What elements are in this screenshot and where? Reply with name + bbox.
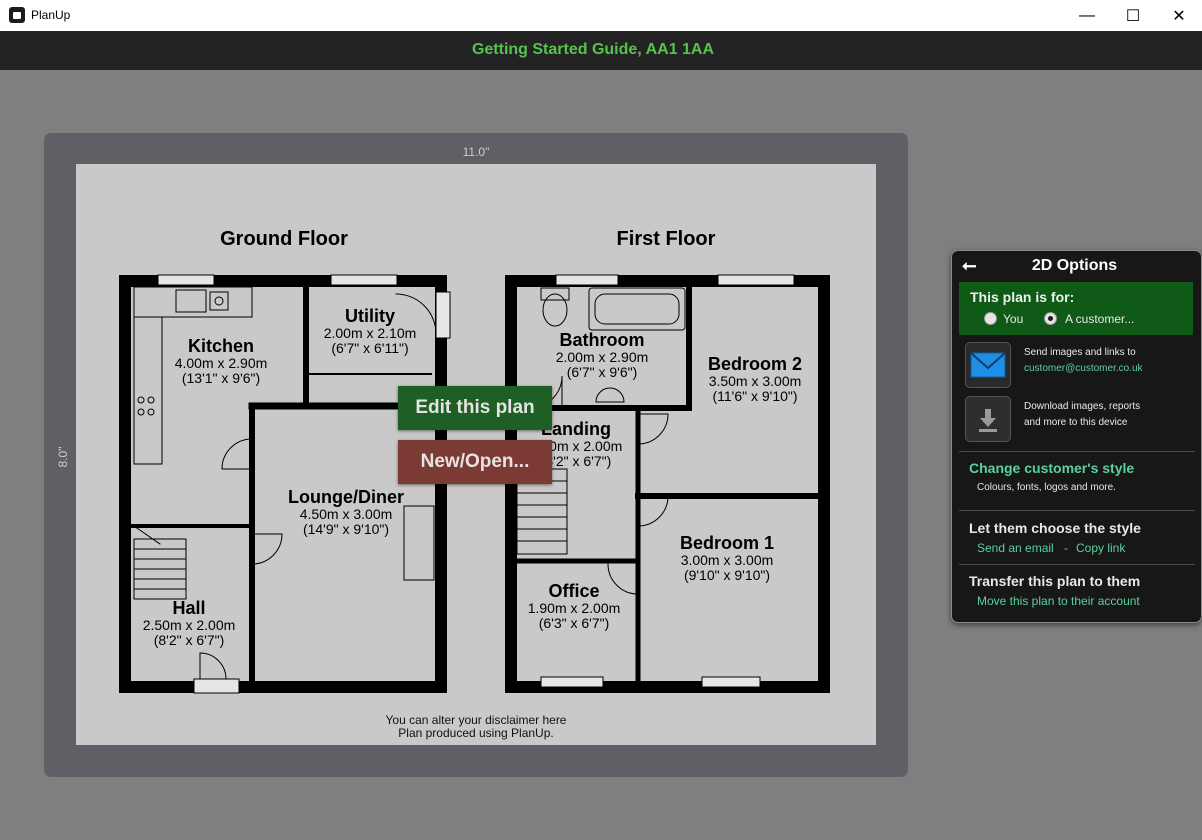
- window-title: PlanUp: [31, 8, 71, 22]
- room-metric: 4.00m x 2.90m: [174, 355, 268, 371]
- room-metric: 2.50m x 2.00m: [529, 438, 623, 454]
- plan-for-section: This plan is for: You A customer...: [959, 282, 1193, 335]
- canvas-width-label: 11.0": [462, 145, 490, 159]
- floor-plan-drawing: [119, 274, 830, 694]
- room-name: Bedroom 2: [707, 354, 803, 374]
- room-name: Landing: [540, 419, 611, 439]
- customer-email-link[interactable]: customer@customer.co.uk: [1024, 363, 1143, 374]
- radio-customer[interactable]: [1044, 312, 1057, 325]
- download-line-1: Download images, reports: [1024, 401, 1141, 412]
- room-name: Kitchen: [187, 336, 255, 356]
- link-separator: -: [1064, 541, 1068, 555]
- disclaimer-line-2: Plan produced using PlanUp.: [398, 726, 554, 740]
- room-metric: 1.90m x 2.00m: [527, 600, 621, 616]
- disclaimer-line-1: You can alter your disclaimer here: [385, 713, 567, 727]
- panel-title: 2D Options: [1031, 257, 1118, 274]
- room-utility[interactable]: Utility 2.00m x 2.10m (6'7" x 6'11"): [324, 307, 417, 356]
- copy-link[interactable]: Copy link: [1076, 541, 1126, 555]
- edit-plan-button[interactable]: Edit this plan: [398, 386, 552, 430]
- room-imperial: (6'7" x 6'11"): [331, 340, 409, 356]
- room-metric: 2.00m x 2.90m: [555, 349, 649, 365]
- room-metric: 2.00m x 2.10m: [323, 325, 417, 341]
- download-icon[interactable]: [965, 396, 1011, 442]
- divider: [959, 451, 1195, 452]
- move-plan-link[interactable]: Move this plan to their account: [977, 594, 1140, 608]
- send-images-label: Send images and links to: [1024, 347, 1136, 358]
- room-landing[interactable]: Landing 2.50m x 2.00m (8'2" x 6'7"): [530, 420, 623, 469]
- room-imperial: (9'10" x 9'10"): [683, 567, 771, 583]
- send-images-text: Send images and links to customer@custom…: [1024, 345, 1194, 377]
- send-email-link[interactable]: Send an email: [977, 541, 1054, 555]
- room-metric: 3.00m x 3.00m: [680, 552, 774, 568]
- divider: [959, 564, 1195, 565]
- room-office[interactable]: Office 1.90m x 2.00m (6'3" x 6'7"): [528, 582, 621, 631]
- room-kitchen[interactable]: Kitchen 4.00m x 2.90m (13'1" x 9'6"): [175, 337, 268, 386]
- download-text: Download images, reports and more to thi…: [1024, 399, 1194, 431]
- room-bedroom-1[interactable]: Bedroom 1 3.00m x 3.00m (9'10" x 9'10"): [680, 534, 774, 583]
- room-lounge-diner[interactable]: Lounge/Diner 4.50m x 3.00m (14'9" x 9'10…: [288, 488, 404, 537]
- envelope-icon[interactable]: [965, 342, 1011, 388]
- room-name: Bathroom: [559, 330, 645, 350]
- room-imperial: (14'9" x 9'10"): [302, 521, 390, 537]
- room-metric: 3.50m x 3.00m: [708, 373, 802, 389]
- room-imperial: (6'7" x 9'6"): [566, 364, 638, 380]
- room-bathroom[interactable]: Bathroom 2.00m x 2.90m (6'7" x 9'6"): [556, 331, 649, 380]
- room-name: Office: [548, 581, 600, 601]
- first-floor-title: First Floor: [616, 228, 716, 250]
- maximize-button[interactable]: ☐: [1125, 7, 1141, 25]
- radio-you-label[interactable]: You: [1003, 312, 1024, 326]
- minimize-button[interactable]: —: [1079, 6, 1095, 24]
- plan-for-label: This plan is for:: [970, 289, 1075, 305]
- radio-customer-label[interactable]: A customer...: [1065, 312, 1135, 326]
- arrow-left-icon[interactable]: ⭠: [962, 255, 977, 275]
- app-home-icon: [9, 7, 25, 23]
- room-imperial: (8'2" x 6'7"): [540, 453, 612, 469]
- choose-style-title: Let them choose the style: [969, 520, 1141, 536]
- ground-floor-outline: [119, 275, 447, 693]
- room-metric: 4.50m x 3.00m: [299, 506, 393, 522]
- room-imperial: (6'3" x 6'7"): [538, 615, 610, 631]
- transfer-title: Transfer this plan to them: [969, 573, 1141, 589]
- room-bedroom-2[interactable]: Bedroom 2 3.50m x 3.00m (11'6" x 9'10"): [708, 355, 802, 404]
- change-style-subtitle: Colours, fonts, logos and more.: [977, 482, 1116, 493]
- room-hall[interactable]: Hall 2.50m x 2.00m (8'2" x 6'7"): [143, 599, 236, 648]
- window-titlebar: PlanUp — ☐ ✕: [0, 0, 1202, 31]
- radio-you[interactable]: [984, 312, 997, 325]
- room-name: Utility: [344, 306, 396, 326]
- project-title: Getting Started Guide, AA1 1AA: [471, 41, 715, 58]
- room-name: Bedroom 1: [679, 533, 775, 553]
- close-button[interactable]: ✕: [1172, 7, 1186, 25]
- room-name: Lounge/Diner: [288, 487, 404, 507]
- room-imperial: (11'6" x 9'10"): [712, 388, 798, 404]
- canvas-height-label: 8.0": [56, 446, 70, 468]
- 2d-options-panel: ⭠ 2D Options This plan is for: You A cus…: [951, 250, 1202, 623]
- change-style-link[interactable]: Change customer's style: [969, 460, 1135, 476]
- room-metric: 2.50m x 2.00m: [142, 617, 236, 633]
- divider: [959, 510, 1195, 511]
- room-imperial: (13'1" x 9'6"): [181, 370, 261, 386]
- ground-floor-title: Ground Floor: [220, 228, 348, 250]
- panel-header: ⭠ 2D Options: [952, 251, 1201, 281]
- new-open-button[interactable]: New/Open...: [398, 440, 552, 484]
- room-name: Hall: [172, 598, 206, 618]
- first-floor-outline: [505, 275, 830, 693]
- download-line-2: and more to this device: [1024, 417, 1128, 428]
- app-header: Getting Started Guide, AA1 1AA: [0, 31, 1202, 70]
- room-imperial: (8'2" x 6'7"): [153, 632, 225, 648]
